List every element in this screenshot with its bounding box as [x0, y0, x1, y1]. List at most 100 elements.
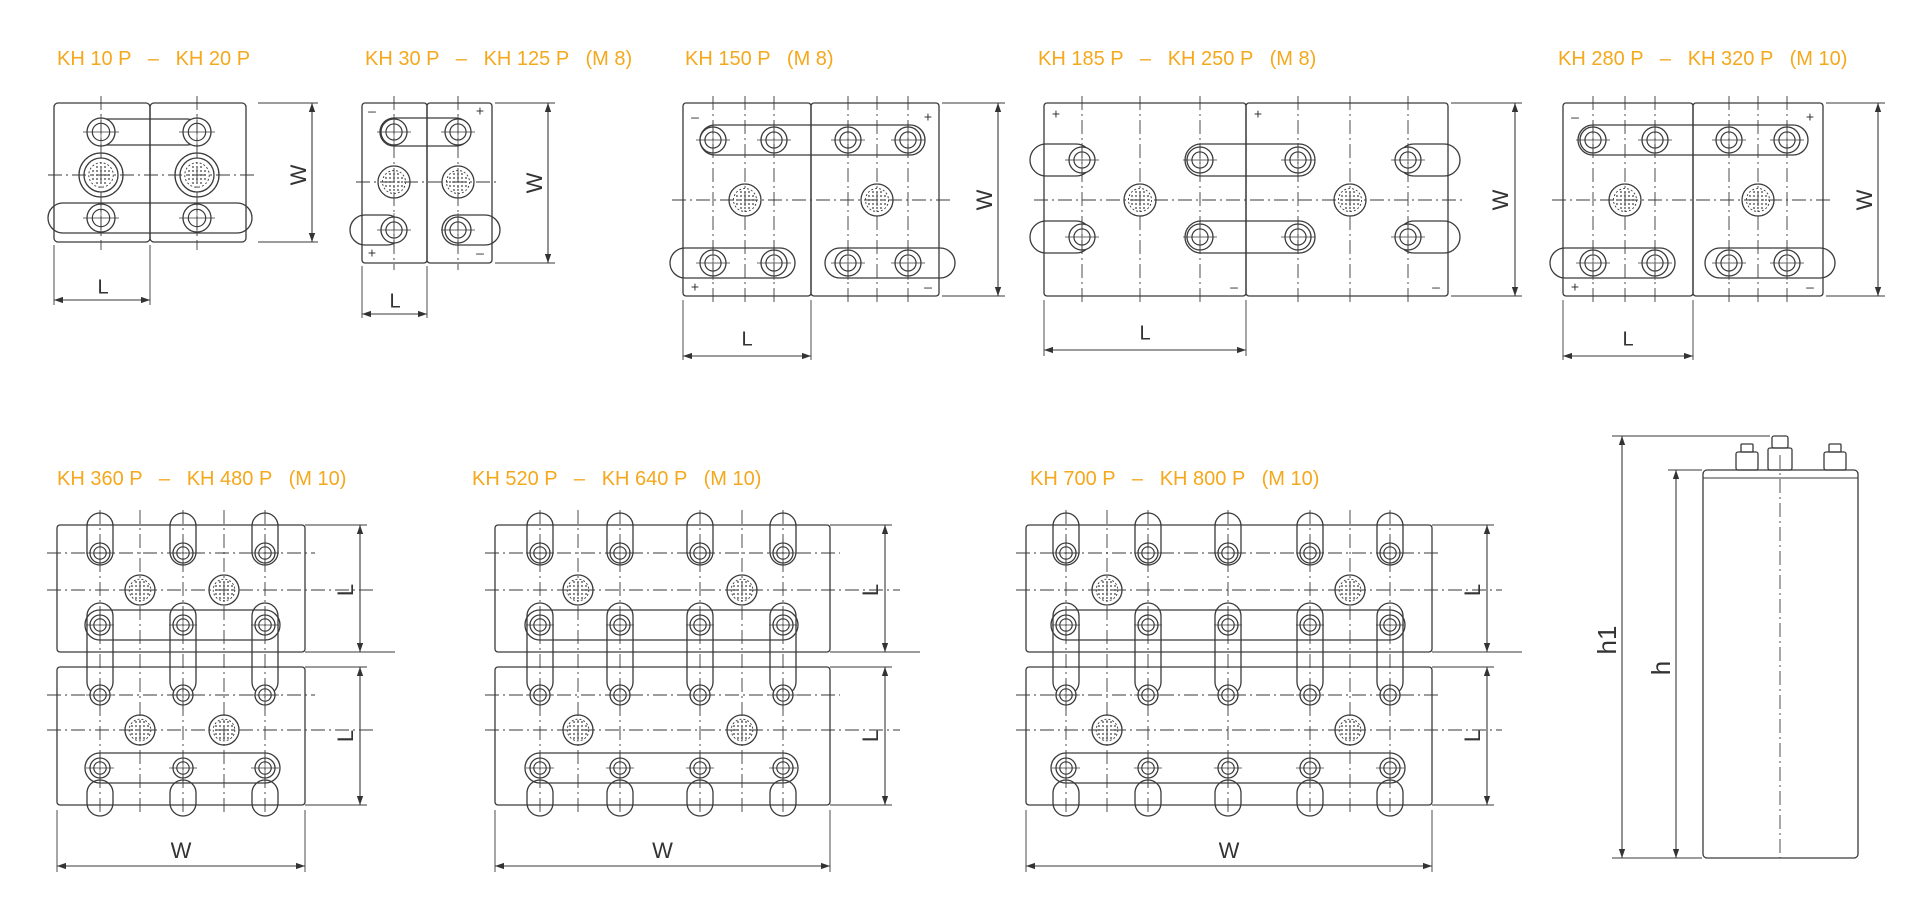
vent-hole [461, 185, 463, 187]
top-terminal [1823, 451, 1847, 471]
vent-hole [100, 166, 102, 168]
vent-hole [745, 589, 747, 591]
vent-hole [1345, 597, 1347, 599]
vent-hole [1345, 733, 1347, 735]
vent-hole [131, 593, 133, 595]
vent-hole [147, 733, 149, 735]
vent-hole [1632, 203, 1634, 205]
vent-hole [733, 725, 735, 727]
vent-hole [573, 733, 575, 735]
vent-hole [1110, 725, 1112, 727]
vent-hole [231, 589, 233, 591]
vent-hole [1620, 195, 1622, 197]
vent-hole [1353, 207, 1355, 209]
vent-hole [465, 185, 467, 187]
vent-hole [204, 170, 206, 172]
dim-label-h: h [1646, 661, 1676, 675]
vent-hole [569, 585, 571, 587]
vent-hole [1349, 207, 1351, 209]
vent-hole [1616, 199, 1618, 201]
top-terminal-nut [1828, 443, 1842, 453]
polarity-minus: – [368, 103, 376, 119]
vent-hole [453, 173, 455, 175]
title-kh280-kh320: KH 280 P – KH 320 P (M 10) [1558, 48, 1848, 70]
dim-label-w: W [972, 189, 997, 210]
vent-hole [872, 203, 874, 205]
vent-hole [748, 203, 750, 205]
top-terminal [1735, 451, 1759, 471]
vent-hole [100, 182, 102, 184]
vent-hole [1345, 207, 1347, 209]
vent-hole [1102, 589, 1104, 591]
vent-hole [740, 207, 742, 209]
vent-hole [227, 593, 229, 595]
title-kh185-kh250: KH 185 P – KH 250 P (M 8) [1038, 48, 1317, 70]
vent-hole [1628, 203, 1630, 205]
vent-hole [401, 177, 403, 179]
vent-hole [581, 585, 583, 587]
connector-strap [524, 752, 799, 784]
vent-hole [135, 585, 137, 587]
cell-body [494, 666, 831, 806]
vent-hole [749, 733, 751, 735]
vent-hole [219, 593, 221, 595]
top-terminal-nut [1740, 443, 1754, 453]
vent-hole [147, 585, 149, 587]
vent-hole [401, 185, 403, 187]
vent-hole [569, 593, 571, 595]
vent-hole [577, 597, 579, 599]
vent-hole [219, 585, 221, 587]
top-vent-cap [1771, 435, 1789, 449]
vent-hole [227, 725, 229, 727]
vent-hole [1147, 195, 1149, 197]
vent-hole [880, 195, 882, 197]
vent-hole [573, 581, 575, 583]
vent-hole [880, 203, 882, 205]
vent-hole [880, 199, 882, 201]
vent-hole [1345, 585, 1347, 587]
vent-hole [1102, 593, 1104, 595]
vent-hole [573, 593, 575, 595]
vent-hole [1353, 733, 1355, 735]
vent-hole [752, 203, 754, 205]
vent-hole [736, 203, 738, 205]
vent-hole [188, 174, 190, 176]
connector-strap [1549, 247, 1676, 279]
vent-hole [581, 721, 583, 723]
vent-hole [135, 737, 137, 739]
vent-hole [143, 721, 145, 723]
cell-body [810, 102, 940, 297]
dim-label-w: W [652, 838, 673, 863]
vent-hole [219, 733, 221, 735]
vent-hole [737, 721, 739, 723]
vent-hole [143, 725, 145, 727]
vent-hole [397, 173, 399, 175]
vent-hole [397, 185, 399, 187]
vent-hole [231, 729, 233, 731]
vent-hole [748, 191, 750, 193]
polarity-minus: – [691, 109, 699, 125]
vent-hole [219, 581, 221, 583]
vent-hole [1353, 725, 1355, 727]
vent-hole [135, 593, 137, 595]
vent-hole [1341, 203, 1343, 205]
vent-hole [465, 177, 467, 179]
dim-label-l: L [1460, 730, 1485, 742]
vent-hole [215, 585, 217, 587]
vent-hole [872, 191, 874, 193]
polarity-plus: + [368, 245, 376, 261]
vent-hole [192, 178, 194, 180]
vent-hole [1753, 195, 1755, 197]
dim-label-w: W [1488, 189, 1513, 210]
vent-hole [1110, 737, 1112, 739]
vent-hole [96, 166, 98, 168]
cell-body [149, 102, 247, 243]
vent-hole [192, 166, 194, 168]
vent-hole [135, 589, 137, 591]
vent-hole [868, 203, 870, 205]
vent-hole [1341, 593, 1343, 595]
vent-hole [737, 737, 739, 739]
vent-hole [744, 207, 746, 209]
vent-hole [96, 182, 98, 184]
dim-label-w: W [171, 838, 192, 863]
